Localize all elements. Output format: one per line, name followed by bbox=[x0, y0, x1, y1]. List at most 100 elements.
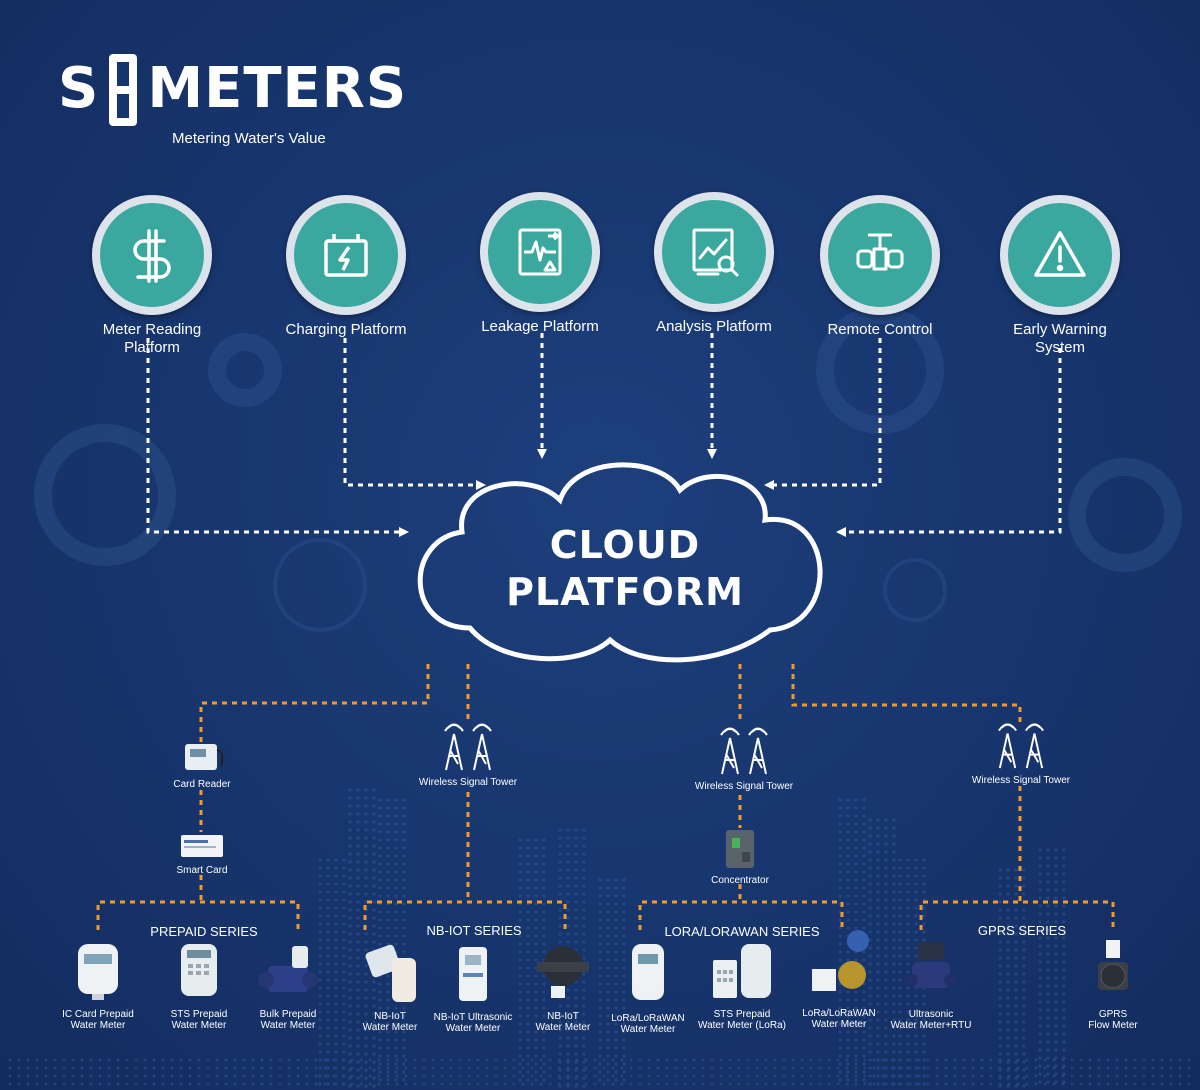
ultrasonic-meter-rtu-icon bbox=[906, 942, 956, 988]
brand-name-left: S bbox=[58, 56, 100, 121]
wireless-tower-icon bbox=[998, 723, 1044, 769]
smart-card-node: Smart Card bbox=[127, 832, 277, 877]
dot-field-decoration bbox=[8, 788, 1191, 1088]
battery-charging-icon bbox=[324, 234, 368, 277]
ultrasonic-meter-icon bbox=[459, 947, 487, 1001]
cloud-title-line2: PLATFORM bbox=[506, 570, 744, 614]
gear-decoration bbox=[208, 333, 282, 407]
service-charging: Charging Platform bbox=[256, 195, 436, 339]
brand-tagline: Metering Water's Value bbox=[172, 130, 326, 147]
meter-outline-decoration bbox=[273, 538, 367, 632]
wireless-tower-icon bbox=[444, 723, 492, 771]
service-icon-circle bbox=[92, 195, 212, 315]
gprs-tower-label: Wireless Signal Tower bbox=[971, 775, 1071, 786]
cloud-shape bbox=[417, 462, 823, 663]
link-remote-to-cloud bbox=[764, 338, 882, 490]
service-icon-circle bbox=[480, 192, 600, 312]
brand-name-right: METERS bbox=[147, 56, 408, 121]
prepaid-series-bracket bbox=[96, 900, 300, 930]
card-reader-icon bbox=[185, 744, 224, 770]
nbiot-tower-node: Wireless Signal Tower bbox=[393, 720, 543, 789]
dollar-icon bbox=[133, 229, 171, 283]
nbiot-series-title: NB-IOT SERIES bbox=[426, 923, 522, 938]
service-icon-circle bbox=[1000, 195, 1120, 315]
link-warning-to-cloud bbox=[836, 348, 1062, 537]
water-meter-icon bbox=[181, 944, 217, 996]
service-analysis: Analysis Platform bbox=[624, 192, 804, 336]
valve-icon bbox=[856, 233, 904, 271]
water-meter-icon bbox=[365, 944, 416, 1002]
water-meter-icon bbox=[632, 944, 664, 1000]
prepaid-meter-keypad-icon bbox=[713, 944, 771, 998]
service-early-warning: Early Warning System bbox=[970, 195, 1150, 357]
gear-decoration bbox=[816, 306, 944, 434]
lora-series-title: LORA/LORAWAN SERIES bbox=[664, 924, 820, 939]
nbiot-tower-label: Wireless Signal Tower bbox=[418, 777, 518, 788]
service-remote-control: Remote Control bbox=[790, 195, 970, 339]
flow-meter-icon bbox=[1098, 940, 1128, 990]
cloud-title-line1: CLOUD bbox=[549, 523, 701, 567]
service-icon-circle bbox=[820, 195, 940, 315]
water-meter-icon bbox=[78, 944, 118, 1000]
leakage-monitor-icon bbox=[518, 228, 562, 276]
concentrator-icon bbox=[726, 830, 754, 868]
brand-h-mark bbox=[103, 50, 143, 128]
concentrator-label: Concentrator bbox=[711, 875, 769, 886]
analysis-chart-icon bbox=[692, 228, 739, 277]
nbiot-series-bracket bbox=[363, 900, 567, 930]
meter-outline-decoration bbox=[883, 558, 947, 622]
lora-tower-node: Wireless Signal Tower bbox=[669, 724, 819, 793]
card-reader-label: Card Reader bbox=[173, 779, 231, 790]
prepaid-series-title: PREPAID SERIES bbox=[150, 924, 258, 939]
service-meter-reading: Meter Reading Platform bbox=[62, 195, 242, 357]
service-icon-circle bbox=[286, 195, 406, 315]
service-label: Remote Control bbox=[827, 321, 933, 338]
gear-decoration bbox=[1068, 458, 1182, 572]
service-label: Early Warning System bbox=[1013, 321, 1107, 356]
gear-decoration bbox=[34, 424, 176, 566]
service-leakage: Leakage Platform bbox=[450, 192, 630, 336]
brand-logo: S METERS Metering Water's Value bbox=[58, 50, 407, 147]
lora-tower-label: Wireless Signal Tower bbox=[694, 781, 794, 792]
service-label: Charging Platform bbox=[285, 321, 407, 338]
service-icon-circle bbox=[654, 192, 774, 312]
service-label: Analysis Platform bbox=[656, 318, 772, 335]
water-meter-icon bbox=[537, 946, 589, 998]
link-cloud-to-gprs-tower bbox=[791, 664, 1022, 722]
gprs-series-bracket bbox=[919, 900, 1115, 930]
warning-icon bbox=[1034, 231, 1086, 277]
service-label: Meter Reading Platform bbox=[102, 321, 202, 356]
service-label: Leakage Platform bbox=[481, 318, 599, 335]
smart-card-icon bbox=[181, 835, 223, 857]
link-meter-reading-to-cloud bbox=[146, 338, 409, 537]
gprs-series-title: GPRS SERIES bbox=[977, 923, 1067, 938]
card-reader-node: Card Reader bbox=[127, 740, 277, 791]
link-charging-to-cloud bbox=[343, 338, 486, 490]
smart-card-label: Smart Card bbox=[176, 865, 228, 876]
lora-series-bracket bbox=[638, 900, 844, 930]
wireless-tower-icon bbox=[720, 727, 768, 775]
